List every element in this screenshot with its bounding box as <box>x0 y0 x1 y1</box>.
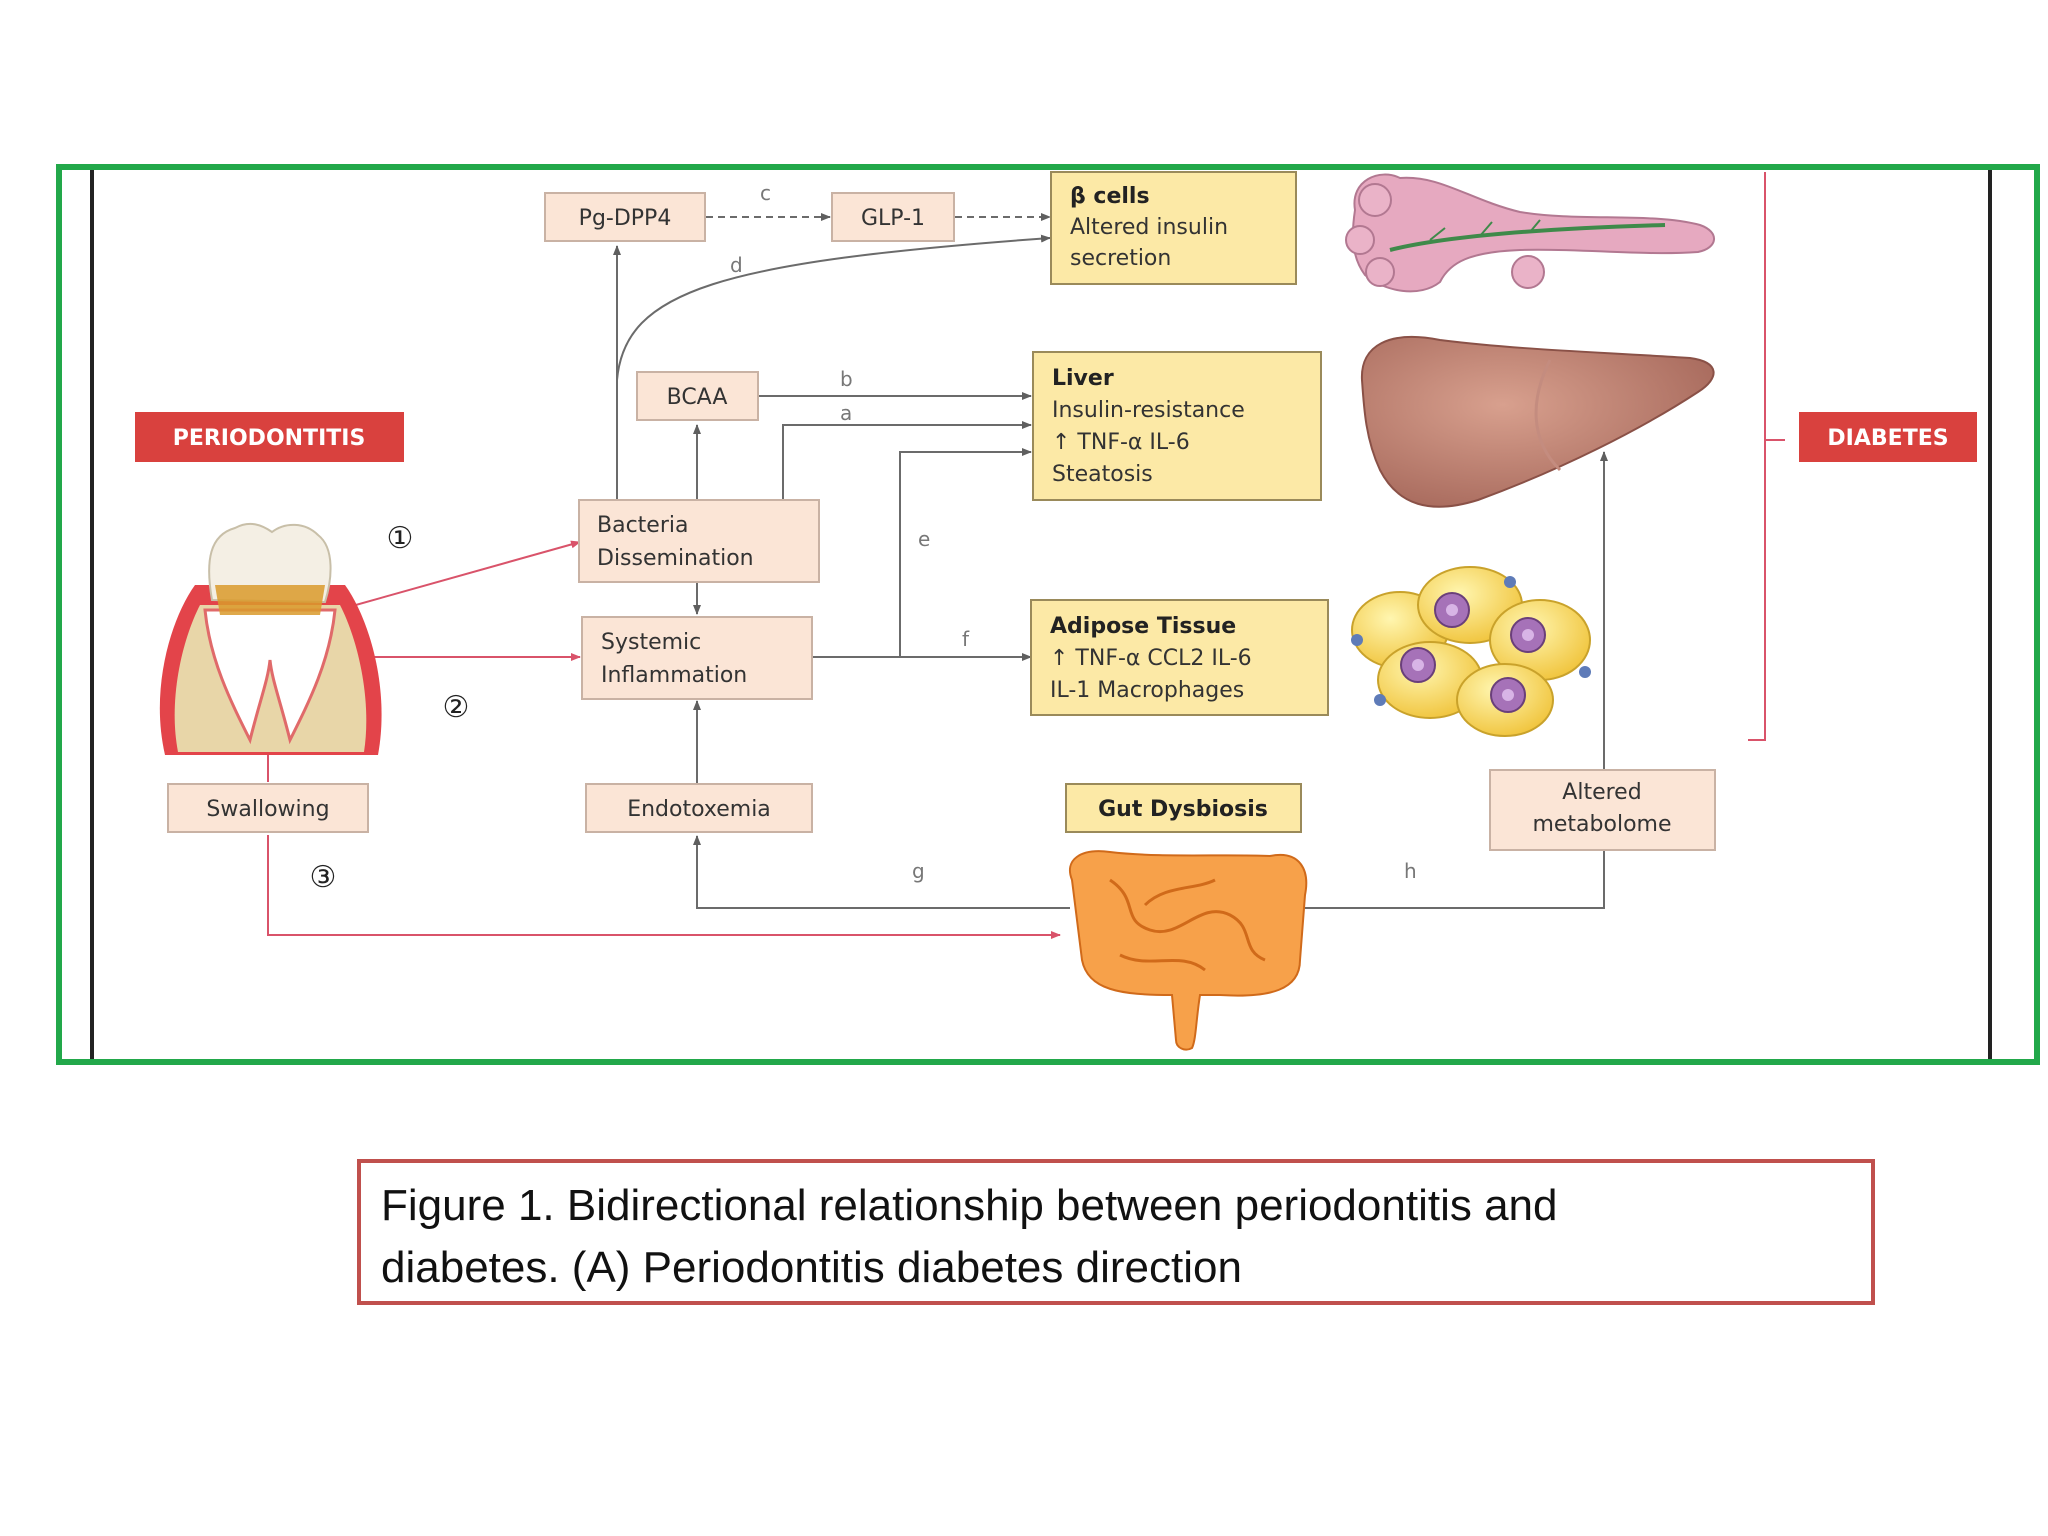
svg-text:Endotoxemia: Endotoxemia <box>627 797 771 822</box>
svg-text:IL-1 Macrophages: IL-1 Macrophages <box>1050 678 1244 703</box>
arrow-bacteria-to-beta-d <box>616 234 1051 381</box>
svg-text:Dissemination: Dissemination <box>597 546 754 571</box>
node-bcaa: BCAA <box>636 371 759 421</box>
node-bacteria-dissemination: Bacteria Dissemination <box>578 499 820 583</box>
edge-label-b: b <box>840 367 853 391</box>
svg-text:Altered insulin: Altered insulin <box>1070 215 1228 240</box>
edge-label-a: a <box>840 401 852 425</box>
diagram-figure: PERIODONTITIS DIABETES c d b a e f g h ①… <box>56 164 2040 1065</box>
svg-text:Inflammation: Inflammation <box>601 663 747 688</box>
marker-two: ② <box>443 690 470 725</box>
node-liver: Liver Insulin-resistance ↑ TNF-α IL-6 St… <box>1032 351 1322 501</box>
adipose-cells-illustration <box>1351 566 1591 737</box>
arrow-inflammation-to-liver-e <box>899 448 1032 657</box>
node-pg-dpp4: Pg-DPP4 <box>544 192 706 242</box>
periodontitis-label: PERIODONTITIS <box>173 426 366 451</box>
svg-text:GLP-1: GLP-1 <box>861 206 925 231</box>
edge-label-c: c <box>760 181 771 205</box>
svg-text:β cells: β cells <box>1070 184 1150 209</box>
arrow-gut-to-metabolome-h <box>1300 850 1605 909</box>
svg-text:Insulin-resistance: Insulin-resistance <box>1052 398 1245 423</box>
caption-line-2: diabetes. (A) Periodontitis diabetes dir… <box>381 1243 1242 1292</box>
tooth-illustration <box>159 522 382 755</box>
svg-text:secretion: secretion <box>1070 246 1171 271</box>
diabetes-label: DIABETES <box>1827 426 1948 451</box>
svg-text:Adipose Tissue: Adipose Tissue <box>1050 614 1236 639</box>
svg-text:Pg-DPP4: Pg-DPP4 <box>579 206 672 231</box>
pancreas-illustration <box>1345 173 1715 293</box>
svg-text:Gut Dysbiosis: Gut Dysbiosis <box>1098 797 1268 822</box>
edge-label-g: g <box>912 859 925 883</box>
caption-line-1: Figure 1. Bidirectional relationship bet… <box>381 1181 1558 1230</box>
marker-one: ① <box>387 521 414 556</box>
node-adipose-tissue: Adipose Tissue ↑ TNF-α CCL2 IL-6 IL-1 Ma… <box>1030 599 1329 716</box>
liver-illustration <box>1360 335 1715 508</box>
node-beta-cells: β cells Altered insulin secretion <box>1050 171 1297 285</box>
node-gut-dysbiosis: Gut Dysbiosis <box>1065 783 1302 833</box>
node-endotoxemia: Endotoxemia <box>585 783 813 833</box>
periodontitis-badge <box>135 412 404 462</box>
node-glp1: GLP-1 <box>831 192 955 242</box>
arrow-tooth-to-bacteria <box>344 540 581 609</box>
svg-text:Bacteria: Bacteria <box>597 513 688 538</box>
marker-three: ③ <box>310 860 337 895</box>
figure-caption: Figure 1. Bidirectional relationship bet… <box>357 1159 1875 1305</box>
diabetes-badge <box>1799 412 1977 462</box>
diabetes-bracket <box>1748 172 1785 741</box>
svg-text:BCAA: BCAA <box>667 385 728 410</box>
svg-text:metabolome: metabolome <box>1532 812 1671 837</box>
arrow-bacteria-to-liver-a <box>782 421 1032 500</box>
svg-text:Liver: Liver <box>1052 366 1114 391</box>
svg-text:↑ TNF-α IL-6: ↑ TNF-α IL-6 <box>1052 430 1190 455</box>
node-altered-metabolome: Altered metabolome <box>1489 769 1716 851</box>
edge-label-d: d <box>730 253 743 277</box>
edge-label-e: e <box>918 527 930 551</box>
edge-label-h: h <box>1404 859 1417 883</box>
node-swallowing: Swallowing <box>167 783 369 833</box>
svg-text:↑ TNF-α CCL2 IL-6: ↑ TNF-α CCL2 IL-6 <box>1050 646 1252 671</box>
intestine-illustration <box>1069 850 1308 1051</box>
edge-label-f: f <box>962 627 970 651</box>
svg-text:Systemic: Systemic <box>601 630 701 655</box>
arrow-gut-to-endotoxemia-g <box>693 835 1070 909</box>
node-systemic-inflammation: Systemic Inflammation <box>581 616 813 700</box>
svg-text:Steatosis: Steatosis <box>1052 462 1153 487</box>
svg-text:Altered: Altered <box>1562 780 1641 805</box>
svg-text:Swallowing: Swallowing <box>206 797 329 822</box>
